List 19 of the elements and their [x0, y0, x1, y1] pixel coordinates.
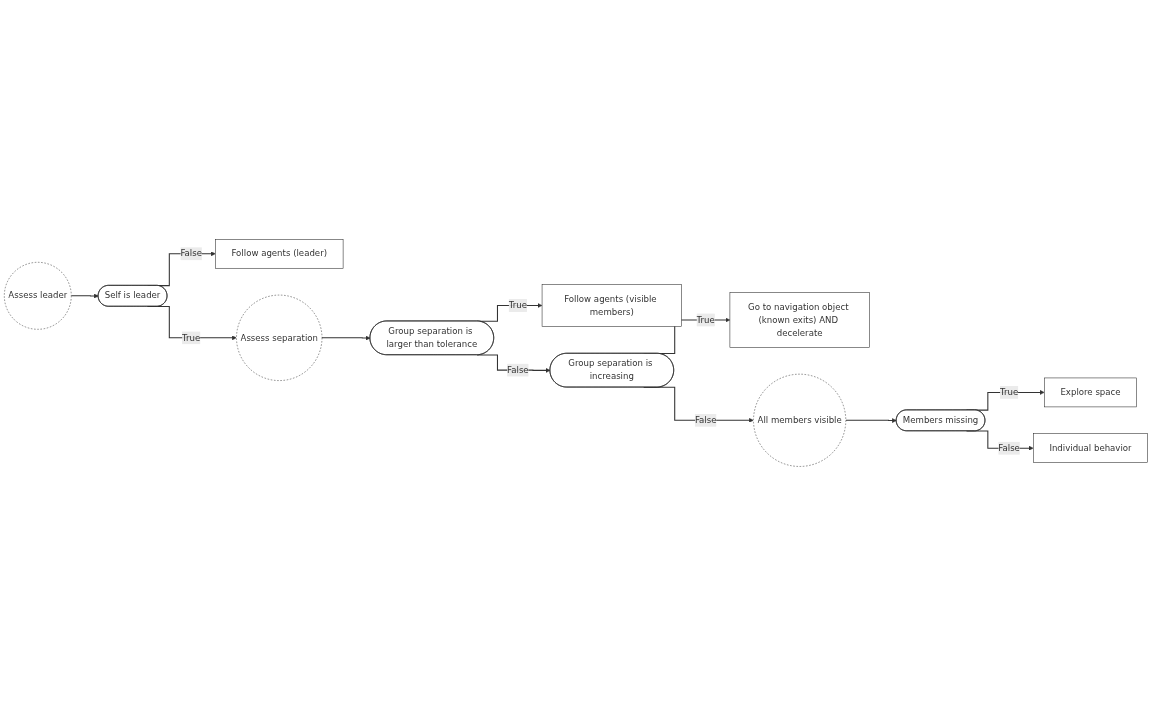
edge-label: True: [182, 332, 201, 343]
node-circle: All members visible: [753, 374, 847, 467]
arrow: [321, 335, 371, 341]
edge-label: False: [998, 442, 1020, 454]
node-box: Go to navigation object (known exits) AND decelerate: [729, 292, 870, 348]
node-box: Explore space: [1044, 377, 1137, 408]
node-circle: Assess separation: [236, 294, 323, 381]
edge-label: False: [507, 364, 529, 376]
arrow: [70, 293, 99, 299]
arrow: [845, 418, 897, 423]
edge-label: True: [1000, 387, 1019, 398]
node-box: Follow agents (visible members): [541, 284, 682, 327]
node-box: Individual behavior: [1033, 433, 1148, 464]
edge-label: True: [696, 314, 715, 325]
node-circle: Assess leader: [4, 262, 72, 330]
edge-label: False: [694, 415, 717, 426]
edge-label: False: [180, 248, 202, 259]
edge-label: True: [508, 300, 527, 311]
node-box: Follow agents (leader): [215, 239, 344, 269]
